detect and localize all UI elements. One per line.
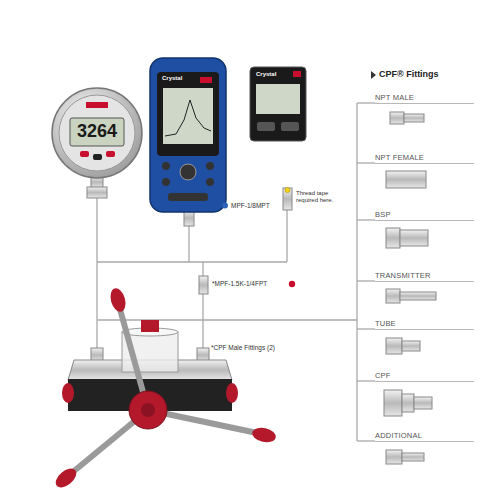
handheld-calibrator (150, 58, 226, 226)
digital-gauge (52, 88, 142, 198)
section-title: CPF® Fittings (379, 69, 439, 79)
fitting-category: TRANSMITTER (375, 270, 474, 282)
category-heading: NPT MALE (375, 92, 474, 103)
fitting-pictures (384, 112, 436, 464)
thread-tape-dot (285, 187, 290, 192)
fitting-category: CPF (375, 370, 474, 382)
title-marker (371, 71, 376, 79)
fitting-category: TUBE (375, 318, 474, 330)
brand-name: Crystal (162, 75, 198, 82)
category-heading: ADDITIONAL (375, 430, 474, 441)
part-icon (289, 281, 295, 287)
pressure-indicator (250, 67, 306, 141)
adapter-fitting (283, 188, 292, 210)
part-number: MPF-1/8MPT (231, 202, 281, 209)
part-label: *CPF Male Fittings (2) (211, 344, 321, 351)
display-reading: 3264 (70, 121, 124, 142)
note: Thread tape required here. (296, 190, 350, 204)
fitting-category: NPT FEMALE (375, 152, 474, 164)
fitting-category: BSP (375, 209, 474, 221)
adapter-fitting (199, 276, 208, 294)
category-heading: TRANSMITTER (375, 270, 474, 281)
category-heading: CPF (375, 370, 474, 381)
fitting-category: NPT MALE (375, 92, 474, 104)
brand-name: Crystal (256, 71, 290, 78)
category-heading: TUBE (375, 318, 474, 329)
part-icon (222, 203, 228, 209)
hand-pump (52, 287, 277, 492)
category-heading: BSP (375, 209, 474, 220)
part-number: *MPF-1.5K-1/4FPT (212, 280, 288, 287)
fitting-category: ADDITIONAL (375, 430, 474, 442)
category-heading: NPT FEMALE (375, 152, 474, 163)
